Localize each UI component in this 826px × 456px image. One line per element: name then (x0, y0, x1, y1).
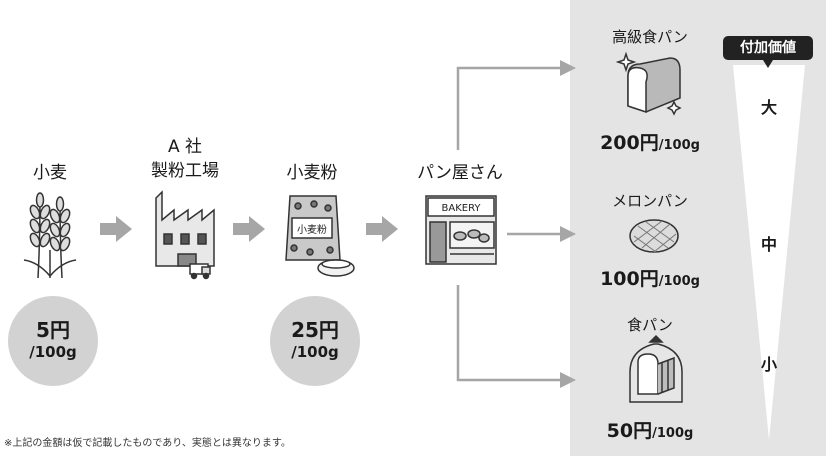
product-name-sliced-bread: 食パン (627, 316, 673, 334)
product-name-melon-pan: メロンパン (612, 192, 688, 210)
wheat-price: 5円 (36, 318, 70, 342)
premium-bread-unit: /100g (658, 138, 700, 153)
added-value-badge: 付加価値 (723, 36, 813, 68)
mill-label-line1: A 社 (167, 137, 203, 157)
sliced-bread-bag-icon (629, 334, 683, 403)
melon-pan-unit: /100g (658, 274, 700, 289)
arrow-icon (100, 216, 132, 242)
value-level-large: 大 (760, 98, 777, 117)
wheat-price-unit: /100g (29, 343, 77, 361)
premium-bread-price: 200円 (600, 132, 659, 154)
footnote: ※上記の金額は仮で記載したものであり、実態とは異なります。 (4, 438, 291, 449)
melon-pan-price: 100円 (600, 268, 659, 290)
sliced-bread-price-row: 50円/100g (590, 416, 710, 443)
bakery-shop-icon (425, 195, 497, 265)
melon-pan-price-row: 100円/100g (590, 264, 710, 291)
flour-label: 小麦粉 (286, 163, 338, 183)
factory-icon (155, 190, 215, 280)
wheat-price-circle: 5円 /100g (8, 296, 98, 386)
flour-bag-icon (285, 195, 355, 277)
product-name-premium-bread: 高級食パン (612, 28, 688, 46)
premium-bread-icon (615, 51, 682, 116)
flour-price-circle: 25円 /100g (270, 296, 360, 386)
value-level-small: 小 (760, 355, 777, 374)
bakery-sign: BAKERY (441, 203, 481, 214)
melon-pan-icon (629, 219, 679, 253)
sliced-bread-price: 50円 (606, 420, 653, 442)
flour-price-unit: /100g (291, 343, 339, 361)
premium-bread-price-row: 200円/100g (590, 128, 710, 155)
arrow-icon (233, 216, 265, 242)
arrow-icon (366, 216, 398, 242)
sliced-bread-unit: /100g (652, 426, 694, 441)
wheat-label: 小麦 (33, 163, 67, 183)
flour-bag-text: 小麦粉 (297, 225, 327, 236)
flour-price: 25円 (291, 318, 339, 342)
value-level-medium: 中 (760, 235, 777, 254)
mill-label-line2: 製粉工場 (151, 161, 219, 181)
bakery-label: パン屋さん (417, 163, 503, 183)
wheat-icon (23, 192, 77, 279)
